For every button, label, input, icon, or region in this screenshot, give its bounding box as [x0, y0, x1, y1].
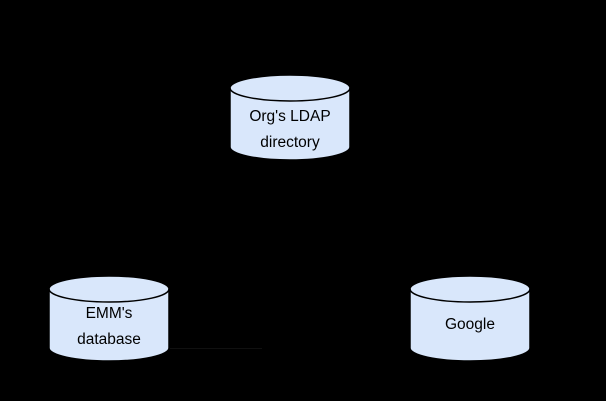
- cylinder-body: [48, 275, 170, 362]
- cylinder-top-rim: [409, 288, 531, 303]
- emm-database-node: EMM's database: [48, 275, 170, 362]
- cylinder-top-rim: [229, 87, 351, 102]
- cylinder-body: [229, 74, 351, 161]
- ldap-directory-node: Org's LDAP directory: [229, 74, 351, 161]
- cylinder-top-rim: [48, 288, 170, 303]
- database-cylinder-icon: [409, 275, 531, 362]
- google-node: Google: [409, 275, 531, 362]
- faint-connector-line: [170, 348, 262, 349]
- cylinder-body: [409, 275, 531, 362]
- database-cylinder-icon: [48, 275, 170, 362]
- database-cylinder-icon: [229, 74, 351, 161]
